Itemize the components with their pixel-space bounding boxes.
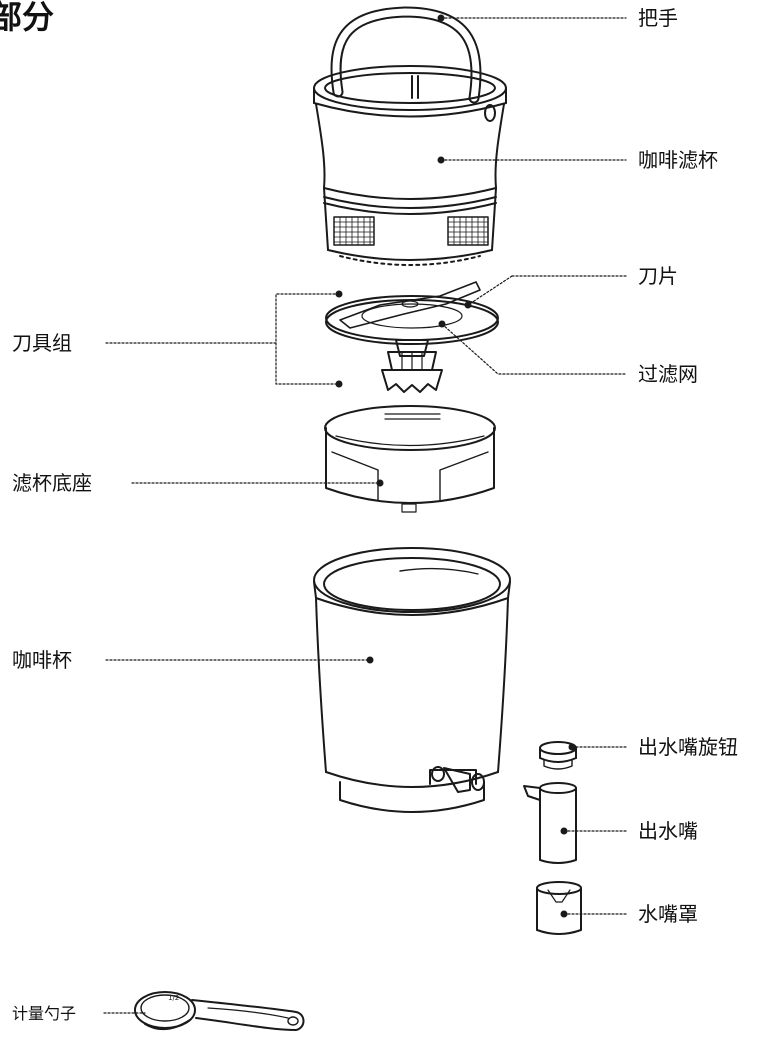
label-spout: 出水嘴 — [638, 819, 698, 843]
label-blade-assembly: 刀具组 — [12, 331, 72, 355]
spoon-mark: 1/2 — [168, 994, 179, 1002]
filter-cup-base — [324, 405, 496, 513]
label-blade: 刀片 — [638, 264, 678, 288]
spout — [523, 782, 577, 864]
measuring-spoon — [134, 991, 305, 1031]
section-title: 部分 — [0, 0, 55, 36]
label-coffee-cup: 咖啡杯 — [12, 648, 72, 672]
spout-cover — [536, 881, 582, 935]
label-filter-cup-base: 滤杯底座 — [12, 471, 92, 495]
label-spout-cover: 水嘴罩 — [638, 902, 698, 926]
label-coffee-filter-cup: 咖啡滤杯 — [638, 148, 718, 172]
spout-knob — [539, 741, 577, 770]
label-measuring-spoon: 计量勺子 — [12, 1004, 77, 1023]
leader-dots — [335, 14, 576, 918]
label-filter-mesh: 过滤网 — [638, 362, 698, 386]
label-handle: 把手 — [638, 6, 678, 30]
coffee-filter-cup — [313, 6, 507, 266]
coffee-cup — [313, 547, 511, 813]
blade-assembly — [325, 281, 499, 393]
leader-lines — [103, 17, 627, 1014]
label-spout-knob: 出水嘴旋钮 — [638, 735, 738, 759]
